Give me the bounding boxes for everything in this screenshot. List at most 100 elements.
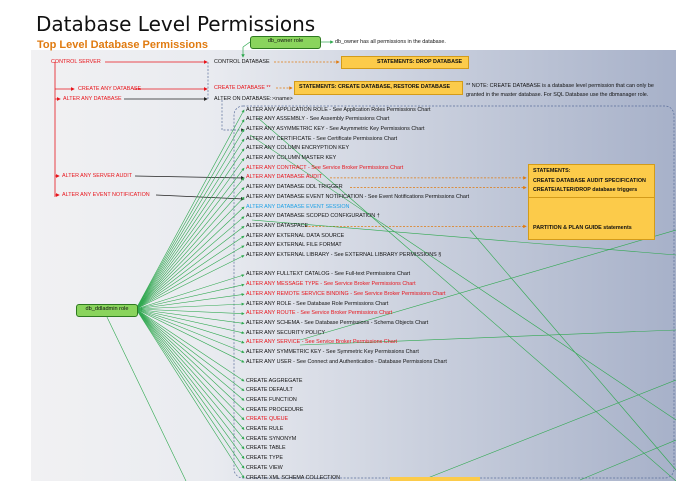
statements-drop-database-text: STATEMENTS: DROP DATABASE xyxy=(377,59,463,65)
statements-audit-box: STATEMENTS: CREATE DATABASE AUDIT SPECIF… xyxy=(528,164,655,198)
ddladmin-to-alter-14 xyxy=(135,245,245,310)
statements-ddl-triggers: CREATE/ALTER/DROP database triggers xyxy=(533,187,638,193)
ddladmin-to-alter-18 xyxy=(135,283,245,310)
alter-permission-item: ALTER ANY EXTERNAL FILE FORMAT xyxy=(246,242,342,249)
ddladmin-to-create-2 xyxy=(135,308,245,401)
ddladmin-to-alter-8 xyxy=(135,187,245,310)
alter-any-server-audit-label: ALTER ANY SERVER AUDIT xyxy=(62,173,133,179)
ddladmin-to-alter-22 xyxy=(135,308,245,325)
alter-permission-item: ALTER ANY DATABASE DDL TRIGGER xyxy=(246,184,343,191)
alter-permission-item: ALTER ANY ASYMMETRIC KEY - See Asymmetri… xyxy=(246,125,425,132)
ddladmin-to-create-3 xyxy=(135,308,245,411)
statements-create-restore-box: STATEMENTS: CREATE DATABASE, RESTORE DAT… xyxy=(294,81,463,95)
alter-permission-item: ALTER ANY SYMMETRIC KEY - See Symmetric … xyxy=(246,349,419,355)
ddladmin-to-create-5 xyxy=(135,308,245,430)
alter-any-event-notification-label: ALTER ANY EVENT NOTIFICATION xyxy=(62,192,150,198)
ddladmin-to-alter-4 xyxy=(135,148,245,310)
alter-permission-item: ALTER ANY ROUTE - See Service Broker Per… xyxy=(246,310,393,317)
diag-2 xyxy=(249,134,676,421)
create-permission-item: CREATE TYPE xyxy=(246,455,283,462)
alter-permission-item: ALTER ANY DATABASE EVENT SESSION xyxy=(246,203,350,210)
ddladmin-to-alter-13 xyxy=(135,235,245,310)
alter-permission-item: ALTER ANY DATABASE EVENT NOTIFICATION - … xyxy=(246,193,470,200)
create-database-note: ** NOTE: CREATE DATABASE is a database l… xyxy=(466,82,654,100)
statements-drop-database-box: STATEMENTS: DROP DATABASE xyxy=(341,56,469,69)
ddladmin-to-alter-1 xyxy=(135,119,245,310)
bottom-yellow-box xyxy=(390,477,480,481)
page-title: Database Level Permissions xyxy=(36,12,316,36)
alter-permission-item: ALTER ANY CERTIFICATE - See Certificate … xyxy=(246,135,398,142)
ddladmin-to-alter-20 xyxy=(135,302,245,310)
ddladmin-to-create-4 xyxy=(135,308,245,421)
db-ddladmin-role-box: db_ddladmin role xyxy=(76,304,138,317)
db-owner-note: db_owner has all permissions in the data… xyxy=(335,39,446,45)
ddladmin-to-alter-26 xyxy=(135,308,245,363)
ddladmin-to-create-10 xyxy=(135,308,245,479)
alter-permission-item: ALTER ANY APPLICATION ROLE - See Applica… xyxy=(246,106,431,113)
ddladmin-to-alter-21 xyxy=(135,308,245,316)
alter-permission-item: ALTER ANY COLUMN ENCRYPTION KEY xyxy=(246,145,350,152)
statements-partition-box: PARTITION & PLAN GUIDE statements xyxy=(528,197,655,240)
alter-permission-item: ALTER ANY CONTRACT - See Service Broker … xyxy=(246,164,404,171)
ddladmin-down-line xyxy=(105,314,187,481)
page-subtitle: Top Level Database Permissions xyxy=(37,39,208,51)
create-permission-item: CREATE VIEW xyxy=(246,464,283,471)
diag-5 xyxy=(299,229,676,341)
ddladmin-to-create-9 xyxy=(135,308,245,469)
create-permission-item: CREATE RULE xyxy=(246,426,284,432)
ddladmin-to-alter-12 xyxy=(135,226,245,310)
statements-audit-spec: CREATE DATABASE AUDIT SPECIFICATION xyxy=(533,178,646,184)
create-permission-item: CREATE XML SCHEMA COLLECTION xyxy=(246,474,341,481)
note-line-2: granted in the master database. For SQL … xyxy=(466,92,649,98)
ddladmin-to-alter-5 xyxy=(135,158,245,310)
ddladmin-to-create-8 xyxy=(135,308,245,460)
diag-1 xyxy=(257,117,676,481)
ddladmin-to-alter-11 xyxy=(135,216,245,310)
statements-create-restore-text: STATEMENTS: CREATE DATABASE, RESTORE DAT… xyxy=(299,84,451,90)
create-permission-item: CREATE FUNCTION xyxy=(246,396,297,403)
ddladmin-to-create-0 xyxy=(135,308,245,382)
ddladmin-to-alter-9 xyxy=(135,196,245,310)
alter-permission-item: ALTER ANY COLUMN MASTER KEY xyxy=(246,155,337,161)
alter-any-database-label: ALTER ANY DATABASE xyxy=(63,96,122,102)
statements-partition-text: PARTITION & PLAN GUIDE statements xyxy=(533,225,632,231)
ddladmin-to-create-7 xyxy=(135,308,245,450)
note-line-1: ** NOTE: CREATE DATABASE is a database l… xyxy=(466,83,654,89)
ddladmin-to-alter-7 xyxy=(135,177,245,310)
create-permission-item: CREATE AGGREGATE xyxy=(246,377,303,384)
alter-permission-item: ALTER ANY MESSAGE TYPE - See Service Bro… xyxy=(246,281,416,288)
ddladmin-to-create-1 xyxy=(135,308,245,392)
server-audit-arrow xyxy=(134,175,245,180)
ddladmin-to-alter-0 xyxy=(135,109,245,310)
diagram-background xyxy=(31,50,676,481)
ddladmin-to-alter-24 xyxy=(135,308,245,344)
alter-on-database-label: ALTER ON DATABASE::<name> xyxy=(214,96,293,102)
ddladmin-to-alter-6 xyxy=(135,167,245,310)
alter-permission-item: ALTER ANY ROLE - See Database Role Permi… xyxy=(246,300,389,307)
alter-on-db-feed xyxy=(221,100,245,132)
ddladmin-to-alter-3 xyxy=(135,138,245,310)
alter-permission-item: ALTER ANY SECURITY POLICY xyxy=(246,329,326,336)
db-owner-role-box: db_owner role xyxy=(250,36,321,49)
ddladmin-to-alter-2 xyxy=(135,128,245,310)
alter-permission-item: ALTER ANY EXTERNAL LIBRARY - See EXTERNA… xyxy=(246,252,442,258)
diag-3 xyxy=(251,219,676,256)
ddladmin-to-alter-10 xyxy=(135,206,245,310)
alter-permission-item: ALTER ANY USER - See Connect and Authent… xyxy=(246,358,447,365)
control-database-label: CONTROL DATABASE xyxy=(214,59,270,65)
create-database-label: CREATE DATABASE ** xyxy=(214,85,271,91)
create-permission-item: CREATE TABLE xyxy=(246,445,286,452)
create-any-database-label: CREATE ANY DATABASE xyxy=(78,86,142,92)
alter-permission-item: ALTER ANY SCHEMA - See Database Permissi… xyxy=(246,319,429,326)
db-owner-left-line xyxy=(242,41,251,48)
create-permission-item: CREATE DEFAULT xyxy=(246,387,293,394)
ddladmin-to-alter-15 xyxy=(135,255,245,310)
alter-permission-item: ALTER ANY ASSEMBLY - See Assembly Permis… xyxy=(246,116,390,123)
ddladmin-to-create-6 xyxy=(135,308,245,440)
alter-permission-item: ALTER ANY SERVICE - See Service Broker P… xyxy=(246,339,397,346)
diag-7 xyxy=(579,439,676,481)
diag-4 xyxy=(469,229,676,471)
statements-audit-heading: STATEMENTS: xyxy=(533,168,571,174)
ddladmin-to-alter-19 xyxy=(135,293,245,310)
